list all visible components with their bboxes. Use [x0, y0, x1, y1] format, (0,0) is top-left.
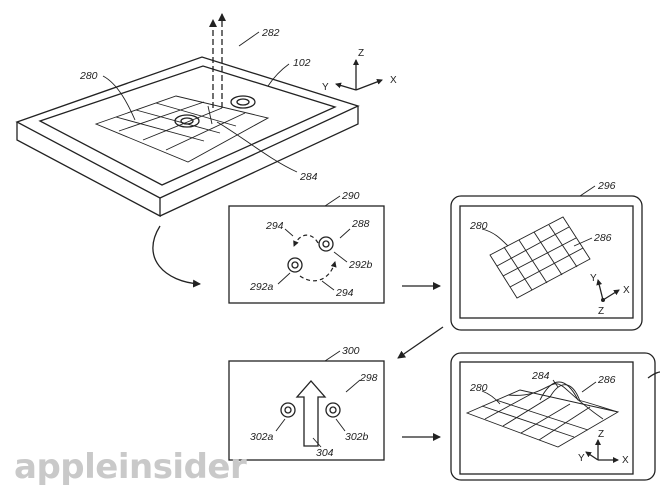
axes-panel-3d: Z Y X [578, 429, 629, 466]
touch-point-right [230, 95, 256, 109]
rotated-grid-280 [489, 216, 591, 299]
label-288: 288 [351, 218, 370, 230]
axis-z-3d: Z [598, 429, 604, 440]
transition-arrow-296-300 [397, 326, 444, 359]
label-282: 282 [261, 27, 280, 39]
label-102: 102 [293, 57, 311, 69]
label-294-bottom: 294 [335, 287, 354, 299]
axis-y-296: Y [590, 273, 597, 284]
leader-lines-3d [481, 379, 597, 405]
label-296: 296 [597, 180, 616, 192]
surface-grid-280 [465, 381, 620, 448]
leader-lines-main [102, 31, 298, 173]
appleinsider-watermark: appleinsider [14, 447, 247, 487]
label-280-rotated: 280 [469, 220, 488, 232]
panel-290 [228, 205, 385, 304]
label-302a: 302a [250, 431, 274, 443]
axis-z-main: Z [358, 48, 364, 59]
label-292a: 292a [249, 281, 274, 293]
touch-point-292b [318, 236, 334, 252]
axes-panel-296: Y X Z [590, 273, 630, 317]
axis-z-296: Z [598, 306, 604, 317]
label-280-device: 280 [79, 70, 98, 82]
panel-300 [228, 360, 385, 461]
axis-x-3d: X [622, 455, 629, 466]
label-286-surface: 286 [597, 374, 616, 386]
label-280-surface: 280 [469, 382, 488, 394]
axis-y-3d: Y [578, 453, 585, 464]
transition-arrow-device [152, 225, 201, 288]
label-300: 300 [342, 345, 360, 357]
device-grid-280 [94, 95, 270, 163]
axis-x-296: X [623, 285, 630, 296]
lift-arrows-282 [209, 13, 226, 108]
label-290: 290 [341, 190, 360, 202]
touch-point-292a [287, 257, 303, 273]
label-294-top: 294 [265, 220, 284, 232]
axis-y-main: Y [322, 82, 329, 93]
axis-x-main: X [390, 75, 397, 86]
up-arrow-304 [295, 380, 327, 447]
axes-main: Z Y X [322, 48, 397, 93]
label-286-rotated: 286 [593, 232, 612, 244]
leader-lines-290 [277, 228, 351, 291]
touch-point-302a [280, 402, 296, 418]
leader-lines-300 [275, 379, 361, 448]
touch-point-left [174, 114, 200, 128]
label-284-surface: 284 [531, 370, 550, 382]
rotation-gesture-294 [293, 234, 337, 282]
label-302b: 302b [345, 431, 369, 443]
label-292b: 292b [348, 259, 373, 271]
label-304: 304 [316, 447, 334, 459]
label-298: 298 [359, 372, 378, 384]
label-284-device: 284 [299, 171, 318, 183]
touch-point-302b [325, 402, 341, 418]
device-296 [450, 195, 643, 331]
device-102 [15, 56, 360, 218]
